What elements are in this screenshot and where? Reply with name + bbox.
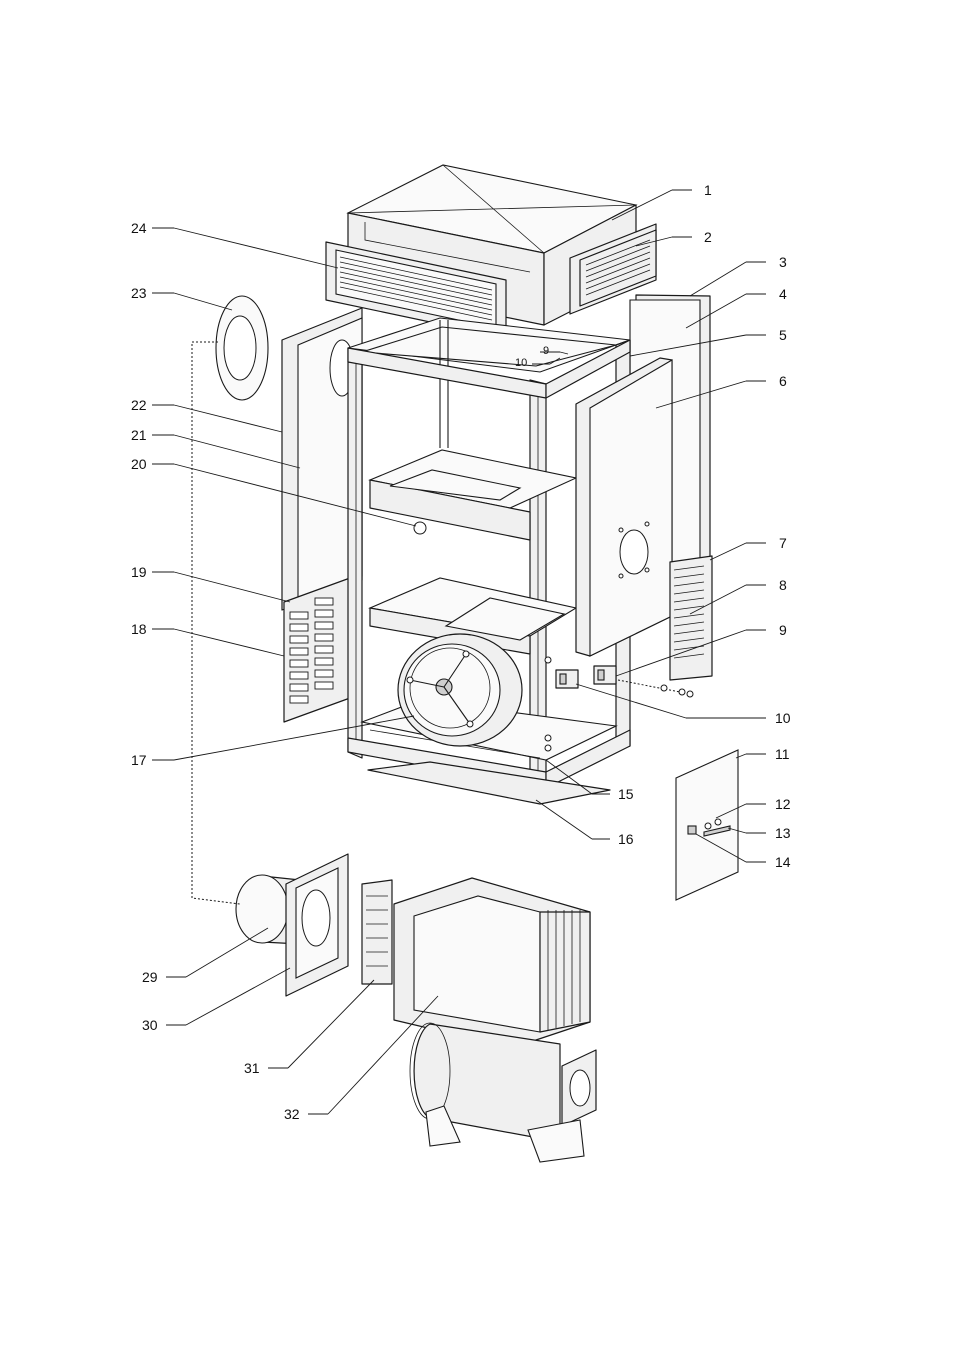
control-panel-cover (675, 749, 739, 901)
callout-11: 11 (775, 746, 790, 762)
right-louver-slats (673, 565, 705, 659)
leader-lines (152, 189, 766, 1115)
callout-2: 2 (704, 229, 712, 245)
alignment-line (191, 341, 241, 905)
callout-labels: 1 2 3 4 5 6 7 8 9 10 11 12 13 14 15 16 1… (131, 182, 791, 1122)
callout-30: 30 (142, 1017, 158, 1033)
callout-5: 5 (779, 327, 787, 343)
callout-16: 16 (618, 831, 634, 847)
right-access-panel (575, 357, 673, 657)
blower-fan (397, 633, 523, 747)
callout-20: 20 (131, 456, 147, 472)
callout-8: 8 (779, 577, 787, 593)
callout-32: 32 (284, 1106, 300, 1122)
right-louvered-panel (669, 555, 713, 681)
front-grille-slats (339, 256, 493, 321)
left-louver-slats (289, 597, 334, 704)
callout-4: 4 (779, 286, 787, 302)
callout-7: 7 (779, 535, 787, 551)
callout-17: 17 (131, 752, 147, 768)
callout-10-upper: 10 (515, 357, 527, 369)
callout-9-upper: 9 (543, 345, 549, 357)
callout-22: 22 (131, 397, 147, 413)
electrical-connectors (544, 656, 694, 752)
callout-18: 18 (131, 621, 147, 637)
callout-1: 1 (704, 182, 712, 198)
callout-6: 6 (779, 373, 787, 389)
callout-31: 31 (244, 1060, 260, 1076)
callout-13: 13 (775, 825, 791, 841)
callout-10-lower: 10 (775, 710, 791, 726)
heat-exchanger-assembly (393, 877, 597, 1163)
callout-23: 23 (131, 285, 147, 301)
left-louvered-panel (283, 577, 351, 723)
callout-24: 24 (131, 220, 147, 236)
callout-15: 15 (618, 786, 634, 802)
callout-12: 12 (775, 796, 791, 812)
callout-21: 21 (131, 427, 147, 443)
side-grille-slats (585, 239, 651, 296)
left-side-panels (281, 307, 363, 611)
filter-ring (215, 295, 269, 401)
callout-14: 14 (775, 854, 791, 870)
callout-19: 19 (131, 564, 147, 580)
callout-9-lower: 9 (779, 622, 787, 638)
side-supply-grille (569, 223, 657, 315)
heating-element-block (361, 879, 393, 985)
callout-29: 29 (142, 969, 158, 985)
callout-3: 3 (779, 254, 787, 270)
duct-flange (285, 853, 349, 997)
